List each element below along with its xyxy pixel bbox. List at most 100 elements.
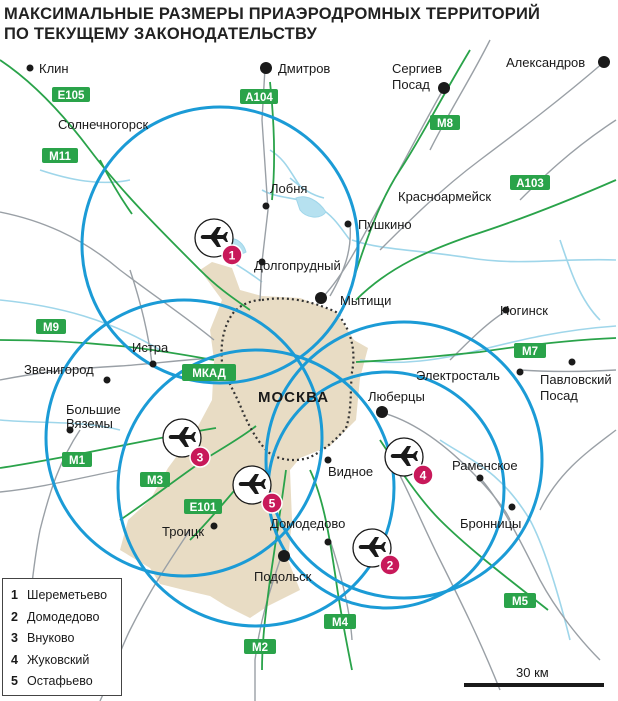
label-pavlovsky-posad: Павловский <box>540 372 612 387</box>
svg-text:2: 2 <box>387 559 394 573</box>
aerodrome-circle-4 <box>264 320 544 600</box>
city-dot-icon <box>103 376 111 384</box>
airport-badge-5: 5 <box>261 492 283 514</box>
label-pavlovsky-posad-2: Посад <box>540 388 578 403</box>
svg-text:МКАД: МКАД <box>192 368 226 380</box>
label-aleksandrov: Александров <box>506 55 585 70</box>
city-dot-icon <box>438 82 450 94</box>
aerodrome-circle-5 <box>116 348 396 628</box>
airplane-icon <box>352 528 392 568</box>
label-sergiev-posad: Сергиев <box>392 61 442 76</box>
label-ramenskoe: Раменское <box>452 458 518 473</box>
airplane-icon <box>194 218 234 258</box>
city-dot-icon <box>598 56 610 68</box>
legend-number: 4 <box>11 652 18 667</box>
svg-text:E101: E101 <box>190 502 217 514</box>
svg-text:5: 5 <box>269 497 276 511</box>
legend-number: 2 <box>11 609 18 624</box>
svg-text:M5: M5 <box>512 596 529 608</box>
label-istra: Истра <box>132 340 169 355</box>
city-dot-icon <box>508 503 516 511</box>
label-lyubertsy: Люберцы <box>368 389 425 404</box>
moscow-territory <box>120 262 368 618</box>
road-shield-e101: E101 <box>184 499 222 514</box>
label-lobnya: Лобня <box>270 181 307 196</box>
svg-text:M11: M11 <box>49 151 71 163</box>
airport-badge-3: 3 <box>189 446 211 468</box>
label-noginsk: Ногинск <box>500 303 548 318</box>
label-podolsk: Подольск <box>254 569 312 584</box>
label-bolshie-vyazemy: Большие <box>66 402 121 417</box>
aerodrome-circle-3 <box>44 298 324 578</box>
airplane-icon <box>384 437 424 477</box>
legend-number: 5 <box>11 674 18 688</box>
road-shield-a104: A104 <box>240 89 278 104</box>
label-domodedovo: Домодедово <box>270 516 345 531</box>
city-dot-icon <box>476 474 484 482</box>
legend-item: 2 Домодедово <box>11 607 121 629</box>
label-elektrostal: Электросталь <box>416 368 500 383</box>
svg-text:M7: M7 <box>522 346 538 358</box>
svg-text:1: 1 <box>229 249 236 263</box>
city-dot-icon <box>149 360 157 368</box>
legend-name: Домодедово <box>27 609 100 624</box>
label-sergiev-posad-2: Посад <box>392 77 430 92</box>
label-mytishchi: Мытищи <box>340 293 391 308</box>
city-dot-icon <box>502 306 510 314</box>
city-dot-icon <box>376 406 388 418</box>
water-features <box>0 149 617 641</box>
svg-text:A104: A104 <box>245 92 273 104</box>
label-solnechnogorsk: Солнечногорск <box>58 117 148 132</box>
city-dot-icon <box>258 258 266 266</box>
city-dot-icon <box>516 368 524 376</box>
svg-text:M1: M1 <box>69 455 86 467</box>
label-zvenigorod: Звенигород <box>24 362 94 377</box>
city-dot-icon <box>260 62 272 74</box>
airport-badge-4: 4 <box>412 464 434 486</box>
city-dot-icon <box>26 64 34 72</box>
svg-text:E105: E105 <box>58 90 85 102</box>
city-dot-icon <box>278 550 290 562</box>
label-krasnoarmeysk: Красноармейск <box>398 189 491 204</box>
road-shields: E105 A104 M8 M11 A103 M9 M7 МКАД <box>36 87 550 654</box>
svg-text:M9: M9 <box>43 322 59 334</box>
legend-item: 3 Внуково <box>11 628 121 650</box>
city-dot-icon <box>344 220 352 228</box>
road-shield-mkad: МКАД <box>182 364 236 381</box>
city-dot-icon <box>262 202 270 210</box>
map-title: МАКСИМАЛЬНЫЕ РАЗМЕРЫ ПРИАЭРОДРОМНЫХ ТЕРР… <box>4 4 540 44</box>
legend-item: 4 Жуковский <box>11 650 121 672</box>
svg-text:A103: A103 <box>516 178 544 190</box>
airports: 1 3 5 4 <box>162 218 434 576</box>
svg-text:M3: M3 <box>147 475 163 487</box>
label-pushkino: Пушкино <box>358 217 412 232</box>
road-shield-a103: A103 <box>510 175 550 190</box>
label-bolshie-vyazemy-2: Вяземы <box>66 416 113 431</box>
city-dots <box>26 56 610 562</box>
road-shield-m4: M4 <box>324 614 356 629</box>
legend-number: 3 <box>11 631 18 645</box>
svg-text:M8: M8 <box>437 118 454 130</box>
svg-text:3: 3 <box>197 451 204 465</box>
svg-text:4: 4 <box>420 469 427 483</box>
city-dot-icon <box>568 358 576 366</box>
road-shield-m7: M7 <box>514 343 546 358</box>
svg-text:M4: M4 <box>332 617 349 629</box>
map-title-line-2: ПО ТЕКУЩЕМУ ЗАКОНОДАТЕЛЬСТВУ <box>4 25 317 43</box>
legend-name: Жуковский <box>27 652 90 667</box>
city-labels: Клин Дмитров Сергиев Посад Александров С… <box>24 55 612 584</box>
city-dot-icon <box>315 292 327 304</box>
road-shield-m8: M8 <box>430 115 460 130</box>
aerodrome-circle-1 <box>80 105 360 385</box>
legend-name: Внуково <box>27 631 75 645</box>
city-dot-icon <box>324 538 332 546</box>
road-shield-m5: M5 <box>504 593 536 608</box>
legend-name: Шереметьево <box>27 588 108 602</box>
city-dot-icon <box>66 426 74 434</box>
airplane-icon <box>232 465 272 505</box>
scale-label: 30 км <box>516 665 549 680</box>
city-dot-icon <box>210 522 218 530</box>
